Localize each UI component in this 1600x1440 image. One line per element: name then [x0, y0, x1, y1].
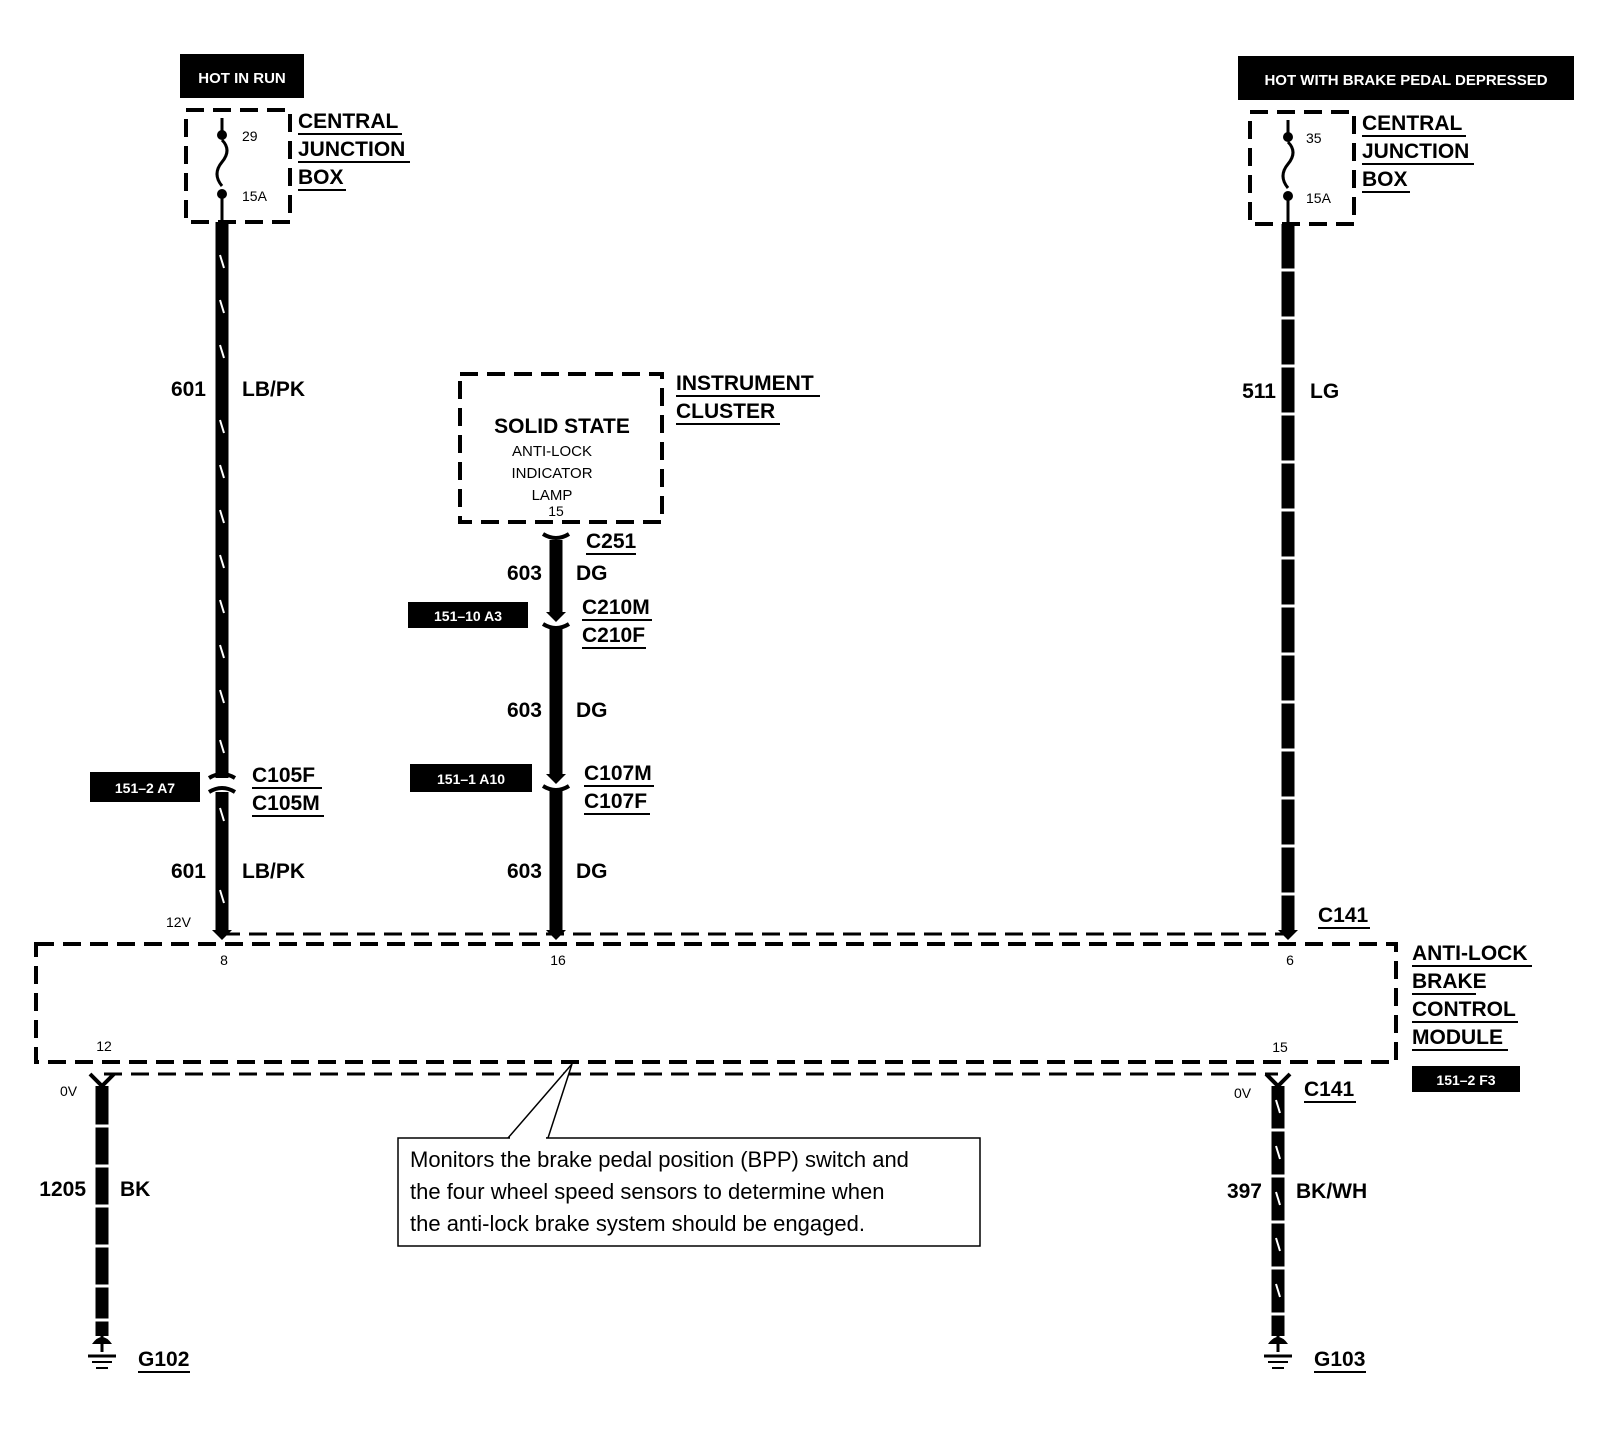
- module-label-line1: ANTI-LOCK: [1412, 942, 1527, 965]
- ground-symbol-icon: [88, 1336, 116, 1369]
- instrument-cluster-outline: [458, 372, 664, 524]
- module-pin-15: 15: [1272, 1039, 1288, 1055]
- tag-151-10-a3-label: 151–10 A3: [434, 608, 502, 624]
- connector-c105m: C105M: [252, 792, 320, 815]
- ground-symbol-icon: [1264, 1336, 1292, 1369]
- solid-state-title: SOLID STATE: [494, 415, 630, 438]
- pin-15-voltage-0v: 0V: [1234, 1085, 1252, 1101]
- wire-603-color-c: DG: [576, 860, 608, 883]
- right-fuse-rating: 15A: [1306, 190, 1332, 206]
- right-fuse-icon: [1281, 120, 1295, 224]
- wire-1205-color: BK: [120, 1178, 150, 1201]
- left-box-label-line3: BOX: [298, 166, 344, 189]
- wire-601-color-upper: LB/PK: [242, 378, 305, 401]
- left-box-label-line2: JUNCTION: [298, 138, 405, 161]
- right-box-label-line1: CENTRAL: [1362, 112, 1462, 135]
- tag-151-2-f3: [1412, 1066, 1520, 1092]
- wire-511-dashes: [1280, 268, 1296, 896]
- right-box-label-line2: JUNCTION: [1362, 140, 1469, 163]
- left-box-label-line1: CENTRAL: [298, 110, 398, 133]
- wire-603-color-a: DG: [576, 562, 608, 585]
- left-junction-box-outline: [184, 108, 292, 224]
- connector-c141-bottom: C141: [1304, 1078, 1355, 1101]
- wire-603-color-b: DG: [576, 699, 608, 722]
- wire-397-color: BK/WH: [1296, 1180, 1367, 1203]
- hot-with-brake-label: HOT WITH BRAKE PEDAL DEPRESSED: [1264, 72, 1547, 89]
- wire-603-circuit-a: 603: [507, 562, 542, 585]
- hot-with-brake-tag: [1238, 56, 1574, 100]
- tag-151-2-a7-label: 151–2 A7: [115, 780, 175, 796]
- right-power-source: HOT WITH BRAKE PEDAL DEPRESSED 35 15A CE…: [1238, 56, 1574, 226]
- wire-1205-dashes: [94, 1124, 110, 1322]
- tag-151-1-a10: [410, 764, 532, 792]
- wire-397-circuit: 397: [1227, 1180, 1262, 1203]
- tag-151-2-f3-label: 151–2 F3: [1436, 1072, 1495, 1088]
- callout-line1: Monitors the brake pedal position (BPP) …: [410, 1147, 909, 1172]
- wire-603-circuit-c: 603: [507, 860, 542, 883]
- lamp-label-line1: ANTI-LOCK: [512, 443, 592, 460]
- module-pin-6: 6: [1286, 952, 1294, 968]
- instrument-cluster: SOLID STATE ANTI-LOCK INDICATOR LAMP 15 …: [458, 372, 820, 524]
- wire-601-circuit-upper: 601: [171, 378, 206, 401]
- hot-in-run-tag: [180, 54, 304, 98]
- wire-511: 511 LG C141: [1242, 224, 1370, 940]
- left-fuse-icon: [215, 118, 229, 222]
- lamp-label-line3: LAMP: [532, 487, 573, 504]
- module-voltage-12v: 12V: [166, 914, 192, 930]
- wire-1205: 0V 1205 BK G102: [39, 1072, 190, 1373]
- module-description-callout: Monitors the brake pedal position (BPP) …: [397, 1063, 981, 1247]
- wire-511-circuit: 511: [1242, 380, 1276, 403]
- hot-in-run-label: HOT IN RUN: [198, 70, 286, 87]
- wire-603-circuit-b: 603: [507, 699, 542, 722]
- pin-12-voltage-0v: 0V: [60, 1083, 78, 1099]
- wire-603: C251 603 DG 151–10 A3 C210M C210F 603 DG…: [408, 530, 654, 940]
- tag-151-10-a3: [408, 602, 528, 628]
- lamp-pin-15: 15: [548, 503, 564, 519]
- wire-1205-circuit: 1205: [39, 1178, 86, 1201]
- ground-g102: G102: [138, 1348, 189, 1371]
- instrument-cluster-label-line1: INSTRUMENT: [676, 372, 814, 395]
- lamp-label-line2: INDICATOR: [511, 465, 592, 482]
- connector-c105f: C105F: [252, 764, 315, 787]
- connector-c107m: C107M: [584, 762, 652, 785]
- connector-c107f: C107F: [584, 790, 647, 813]
- left-fuse-number: 29: [242, 128, 258, 144]
- wire-511-color: LG: [1310, 380, 1339, 403]
- callout-line2: the four wheel speed sensors to determin…: [410, 1179, 885, 1204]
- module-label-line4: MODULE: [1412, 1026, 1503, 1049]
- right-junction-box-outline: [1248, 110, 1356, 226]
- wire-601-stripe: [219, 254, 225, 904]
- left-power-source: HOT IN RUN 29 15A CENTRAL JUNCTION BOX: [180, 54, 410, 224]
- tag-151-1-a10-label: 151–1 A10: [437, 771, 505, 787]
- tag-151-2-a7: [90, 772, 200, 802]
- callout-box: [397, 1137, 981, 1247]
- left-fuse-rating: 15A: [242, 188, 268, 204]
- module-pin-16: 16: [550, 952, 566, 968]
- connector-c251: C251: [586, 530, 637, 553]
- connector-c210f: C210F: [582, 624, 645, 647]
- module-label-line3: CONTROL: [1412, 998, 1516, 1021]
- abs-control-module: 12V 8 16 6 12 15 ANTI-LOCK BRAKE CONTROL…: [34, 914, 1532, 1092]
- instrument-cluster-label-line2: CLUSTER: [676, 400, 775, 423]
- wire-601: 601 LB/PK 601 LB/PK 151–2 A7 C105F C105M: [90, 222, 324, 940]
- wire-397: 0V C141 397 BK/WH G103: [1227, 1072, 1367, 1373]
- module-pin-12: 12: [96, 1038, 112, 1054]
- wire-601-circuit-lower: 601: [171, 860, 206, 883]
- module-pin-8: 8: [220, 952, 228, 968]
- ground-g103: G103: [1314, 1348, 1365, 1371]
- connector-c141-top: C141: [1318, 904, 1369, 927]
- right-fuse-number: 35: [1306, 130, 1322, 146]
- right-box-label-line3: BOX: [1362, 168, 1408, 191]
- module-outline: [34, 942, 1398, 1064]
- wire-397-dashes: [1270, 1128, 1286, 1316]
- module-label-line2: BRAKE: [1412, 970, 1487, 993]
- callout-line3: the anti-lock brake system should be eng…: [410, 1211, 865, 1236]
- wire-601-color-lower: LB/PK: [242, 860, 305, 883]
- connector-c210m: C210M: [582, 596, 650, 619]
- wire-397-stripe: [1275, 1099, 1281, 1298]
